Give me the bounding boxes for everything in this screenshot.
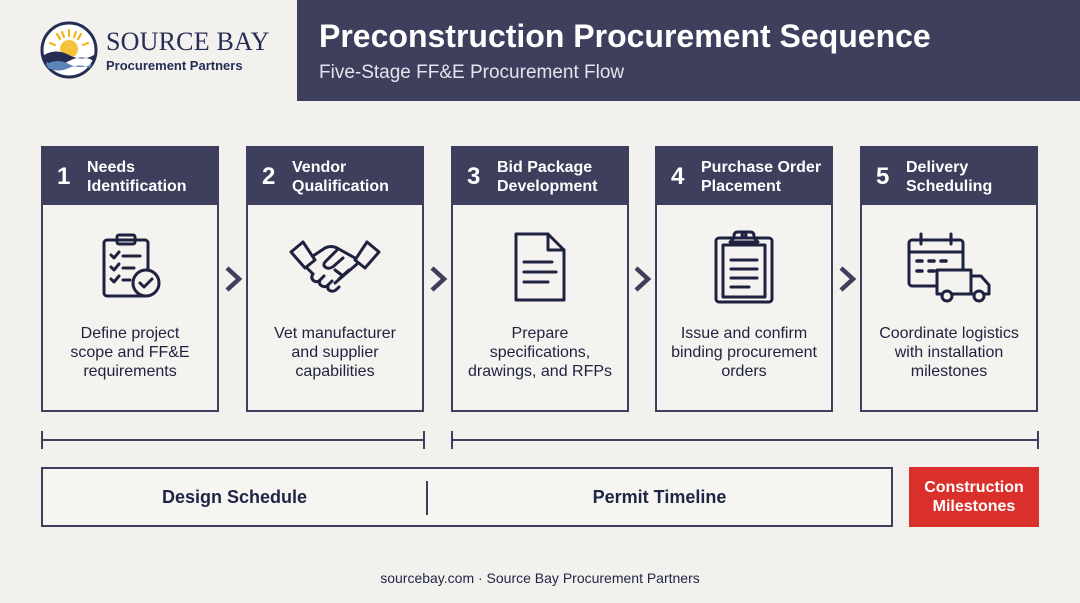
design-schedule-label: Design Schedule (161, 487, 308, 507)
construction-milestones-badge: Construction Milestones (909, 467, 1039, 527)
clipboard-list-icon (714, 230, 774, 304)
stage-description-line: with installation (894, 344, 1004, 361)
stage-title: Delivery Scheduling (906, 158, 992, 196)
stage-card-1: 1 Needs Identification Define project sc… (41, 146, 219, 412)
stage-header: 3 Bid Package Development (453, 148, 627, 205)
stage-description-line: Prepare (511, 325, 569, 342)
stage-title-line: Delivery (906, 158, 969, 176)
stage-number: 1 (57, 162, 71, 190)
stage-description-line: Issue and confirm (680, 325, 808, 342)
stage-description-line: orders (721, 363, 767, 380)
chevron-right-icon (839, 266, 857, 292)
chevron-right-icon (225, 266, 243, 292)
clipboard-check-icon (102, 233, 161, 298)
stage-description-line: Vet manufacturer (274, 325, 396, 342)
stage-card-5: 5 Delivery Scheduling Coordinate logisti… (860, 146, 1038, 412)
sun-over-waves-logo-icon (40, 21, 98, 79)
stage-description-line: binding procurement (671, 344, 817, 361)
stage-title-line: Purchase Order (701, 158, 822, 176)
stage-description-line: capabilities (295, 363, 375, 380)
stage-description-line: specifications, (489, 344, 591, 361)
stage-number: 4 (671, 162, 685, 190)
stage-title-line: Bid Package (497, 158, 593, 176)
stage-title-line: Identification (87, 177, 187, 195)
page-title: Preconstruction Procurement Sequence (319, 18, 931, 54)
stage-title-line: Development (497, 177, 598, 195)
title-banner: Preconstruction Procurement Sequence Fiv… (297, 0, 1080, 101)
stage-description-line: drawings, and RFPs (467, 363, 613, 380)
stage-description: Define project scope and FF&E requiremen… (49, 324, 211, 381)
construction-milestones-line: Construction (924, 479, 1024, 496)
footer-text: sourcebay.com · Source Bay Procurement P… (380, 570, 700, 586)
stage-number: 3 (467, 162, 481, 190)
stage-title-line: Needs (87, 158, 136, 176)
permit-phase-bracket (451, 431, 1039, 449)
stage-title-line: Vendor (292, 158, 347, 176)
stage-description: Prepare specifications, drawings, and RF… (459, 324, 621, 381)
stage-header: 1 Needs Identification (43, 148, 217, 205)
stage-description-line: Define project (80, 325, 180, 342)
stage-title: Vendor Qualification (292, 158, 389, 196)
page-subtitle: Five-Stage FF&E Procurement Flow (319, 62, 625, 83)
stage-header: 5 Delivery Scheduling (862, 148, 1036, 205)
stage-header: 4 Purchase Order Placement (657, 148, 831, 205)
permit-timeline-label: Permit Timeline (592, 487, 727, 507)
handshake-icon (289, 240, 381, 293)
stage-header: 2 Vendor Qualification (248, 148, 422, 205)
stage-description: Coordinate logistics with installation m… (868, 324, 1030, 381)
schedule-bar: Design Schedule Permit Timeline (41, 467, 893, 527)
calendar-truck-icon (907, 232, 991, 303)
stage-description: Vet manufacturer and supplier capabiliti… (254, 324, 416, 381)
chevron-right-icon (634, 266, 652, 292)
stage-number: 5 (876, 162, 890, 190)
schedule-divider (426, 481, 428, 515)
stage-description: Issue and confirm binding procurement or… (663, 324, 825, 381)
design-phase-bracket (41, 431, 425, 449)
stage-description-line: and supplier (291, 344, 379, 361)
stage-title: Needs Identification (87, 158, 187, 196)
stage-number: 2 (262, 162, 276, 190)
stage-title-line: Placement (701, 177, 782, 195)
brand-name: SOURCE BAY (106, 26, 270, 56)
stage-title-line: Qualification (292, 177, 389, 195)
construction-milestones-line: Milestones (932, 498, 1016, 515)
stage-description-line: milestones (910, 363, 988, 380)
stage-title: Bid Package Development (497, 158, 597, 196)
stage-title: Purchase Order Placement (701, 158, 821, 196)
brand-tagline: Procurement Partners (106, 57, 243, 73)
stage-description-line: Coordinate logistics (879, 325, 1019, 342)
stage-title-line: Scheduling (906, 177, 993, 195)
chevron-right-icon (430, 266, 448, 292)
stage-description-line: requirements (83, 363, 177, 380)
stage-description-line: scope and FF&E (70, 344, 190, 361)
stage-card-4: 4 Purchase Order Placement Issue and con… (655, 146, 833, 412)
document-icon (514, 232, 566, 302)
stage-card-3: 3 Bid Package Development Prepare specif… (451, 146, 629, 412)
stage-card-2: 2 Vendor Qualification Vet manufacturer … (246, 146, 424, 412)
brand-logo: SOURCE BAY Procurement Partners (40, 20, 290, 80)
